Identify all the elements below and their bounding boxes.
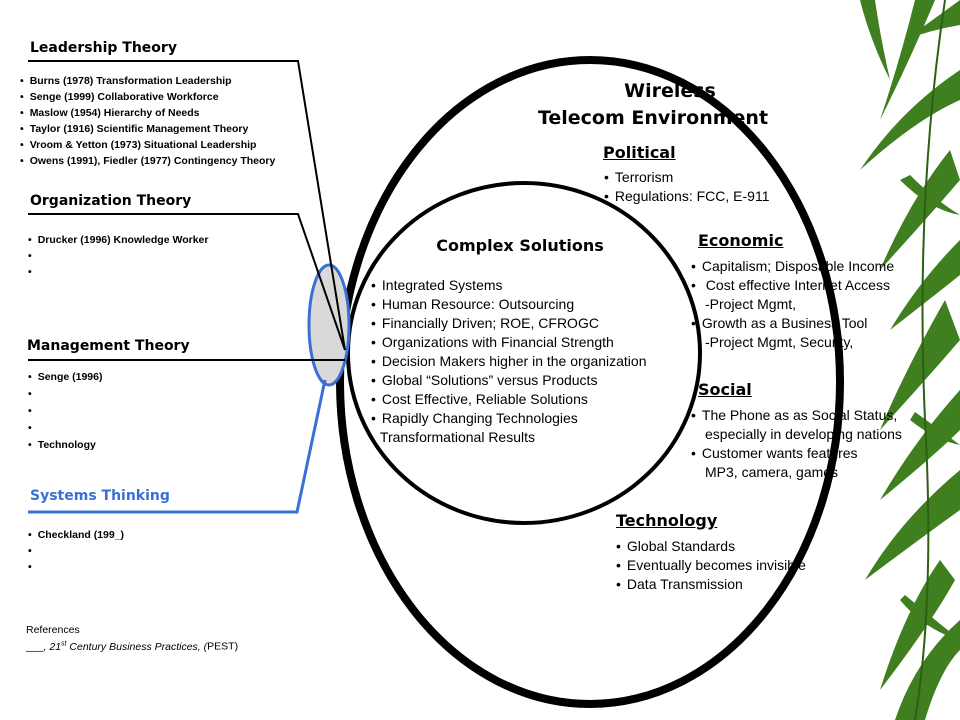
social-title: Social [698,380,752,399]
list-item: especially in developing nations [705,426,902,442]
complex-solutions-list: Integrated Systems Human Resource: Outso… [371,276,647,447]
political-title: Political [603,143,676,162]
list-item [28,543,124,559]
technology-title: Technology [616,511,718,530]
list-item: MP3, camera, games [705,464,839,480]
economic-list: Capitalism; Disposable Income Cost effec… [691,257,894,352]
list-item: Rapidly Changing Technologies [371,409,647,428]
list-item: Eventually becomes invisible [616,556,806,575]
list-item: Taylor (1916) Scientific Management Theo… [20,121,275,137]
environment-title: Wireless Telecom Environment [520,78,820,132]
complex-solutions-title: Complex Solutions [436,236,604,255]
leadership-list: Burns (1978) Transformation Leadership S… [20,73,276,169]
list-item: Decision Makers higher in the organizati… [371,352,647,371]
list-item [28,264,208,280]
systems-thinking-title: Systems Thinking [30,488,170,504]
list-item: Vroom & Yetton (1973) Situational Leader… [20,137,275,153]
list-item: Maslow (1954) Hierarchy of Needs [20,105,275,121]
list-item: Owens (1991), Fiedler (1977) Contingency… [20,153,276,169]
list-item [28,403,102,420]
theory-connectors [28,60,346,361]
environment-title-line2: Telecom Environment [537,107,769,129]
citation-blank: ___ [26,640,44,653]
list-item: Technology [28,437,102,454]
list-item: Customer wants features [691,444,902,463]
list-item: Cost Effective, Reliable Solutions [371,390,647,409]
list-item: Data Transmission [616,575,806,594]
list-item: Organizations with Financial Strength [371,333,647,352]
technology-list: Global Standards Eventually becomes invi… [616,537,806,594]
references-label: References [26,624,80,636]
list-item: Global “Solutions” versus Products [371,371,647,390]
list-item: Human Resource: Outsourcing [371,295,647,314]
citation-superscript: st [61,640,67,647]
citation-title: Century Business Practices, ( [66,640,208,653]
references-citation: ___, 21st Century Business Practices, (P… [26,637,238,654]
systems-list: Checkland (199_) [28,527,124,575]
list-item [28,248,208,264]
list-item: Financially Driven; ROE, CFROGC [371,314,647,333]
organization-list: Drucker (1996) Knowledge Worker [28,232,209,280]
list-item: Terrorism [604,168,770,187]
political-list: Terrorism Regulations: FCC, E-911 [604,168,770,206]
environment-title-line1: Wireless [624,80,716,102]
list-item [28,386,102,403]
list-item: Senge (1996) [28,369,103,386]
leadership-theory-title: Leadership Theory [30,40,177,56]
citation-close: ) [234,640,239,653]
list-item: Regulations: FCC, E-911 [604,187,770,206]
economic-title: Economic [698,231,784,250]
list-item: -Project Mgmt, Security, [705,334,854,350]
list-item: The Phone as as Social Status, [691,406,902,425]
references: References ___, 21st Century Business Pr… [26,623,238,654]
list-item: Integrated Systems [371,276,647,295]
list-item: Burns (1978) Transformation Leadership [20,73,275,89]
citation-pest: PEST [207,640,235,653]
list-item: Drucker (1996) Knowledge Worker [28,232,209,248]
management-list: Senge (1996) Technology [28,369,103,454]
list-item: Transformational Results [369,428,647,447]
convergence-lens [307,263,351,387]
bamboo-decoration [860,0,960,720]
list-item [28,559,124,575]
list-item: Checkland (199_) [28,527,124,543]
list-item [28,420,102,437]
list-item: Senge (1999) Collaborative Workforce [20,89,275,105]
social-list: The Phone as as Social Status, especiall… [691,406,902,482]
list-item: Global Standards [616,537,806,556]
organization-theory-title: Organization Theory [30,193,192,209]
list-item: Growth as a Business Tool [691,314,894,333]
list-item: Cost effective Internet Access [691,276,894,295]
systems-connector [28,379,327,514]
management-theory-title: Management Theory [27,338,190,354]
bamboo-stems [914,0,946,720]
citation-century: , 21 [43,640,62,653]
list-item: -Project Mgmt, [705,296,797,312]
list-item: Capitalism; Disposable Income [691,257,894,276]
